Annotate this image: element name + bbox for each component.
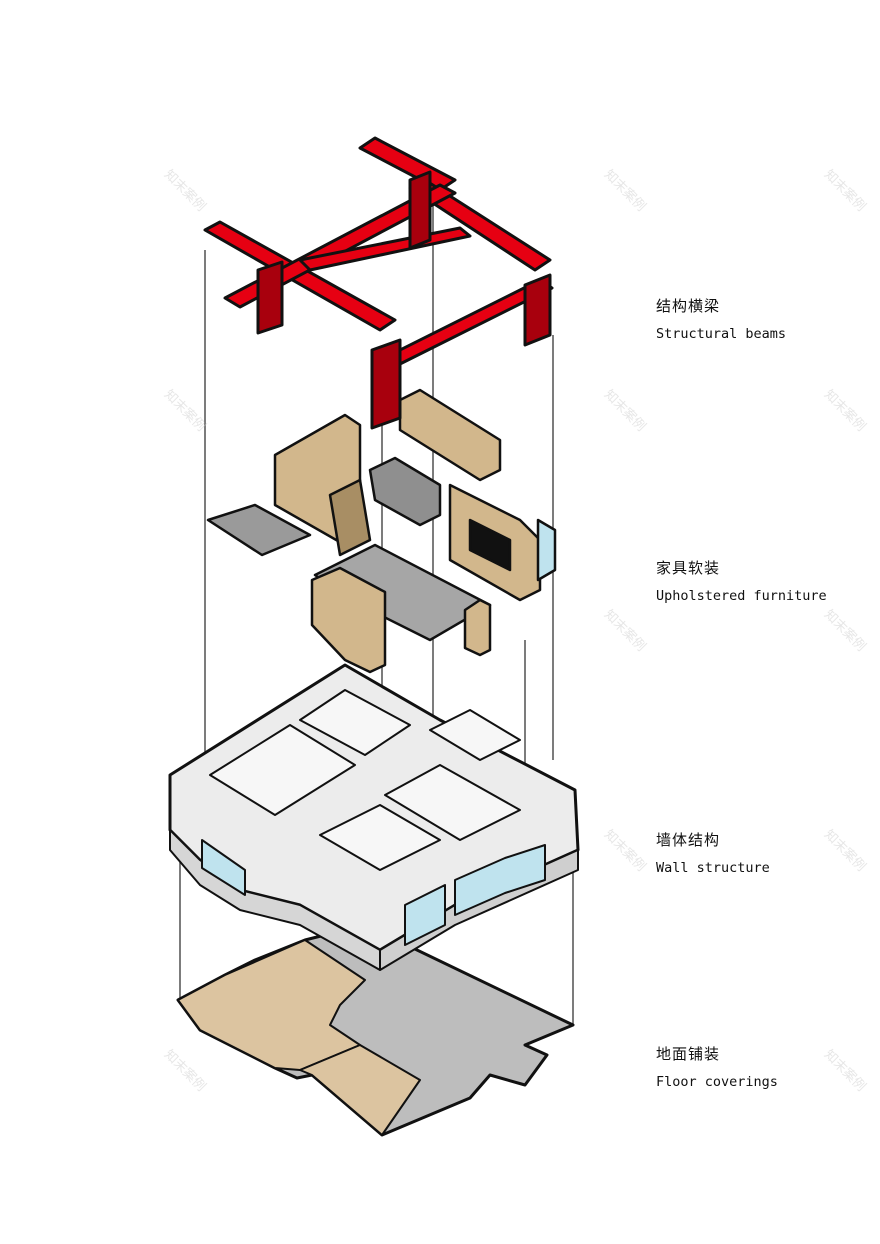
- floor-coverings-layer: [176, 923, 575, 1137]
- layer-label-zh: 家具软装: [656, 559, 721, 577]
- wall-structure-layer: [168, 663, 580, 971]
- glass-panel: [536, 518, 557, 582]
- column-left: [256, 260, 284, 335]
- layer-label-floor: 地面铺装 Floor coverings: [656, 1043, 778, 1090]
- layer-label-zh: 地面铺装: [656, 1045, 721, 1063]
- window-right: [454, 844, 546, 916]
- shelf-right: [463, 598, 492, 657]
- column-right: [523, 273, 552, 347]
- floor-wood-front: [299, 1044, 421, 1136]
- layer-label-zh: 墙体结构: [656, 831, 721, 849]
- bed-left: [206, 503, 312, 557]
- beam-back: [358, 136, 457, 192]
- column-front: [370, 338, 402, 430]
- kitchen-counter: [398, 388, 502, 482]
- layer-label-en: Upholstered furniture: [656, 588, 827, 604]
- window-left: [201, 839, 246, 896]
- layer-label-zh: 结构横梁: [656, 297, 721, 315]
- furniture-layer: [206, 388, 557, 674]
- floor-wood-left: [177, 939, 366, 1071]
- cabinet-front: [310, 566, 387, 674]
- window-mid: [404, 884, 446, 946]
- room-partitions: [209, 689, 521, 871]
- layer-label-en: Floor coverings: [656, 1074, 778, 1090]
- layer-label-en: Structural beams: [656, 326, 787, 342]
- layer-label-furniture: 家具软装 Upholstered furniture: [656, 557, 827, 604]
- sofa-block: [368, 456, 442, 527]
- layer-label-walls: 墙体结构 Wall structure: [656, 829, 770, 876]
- layer-label-en: Wall structure: [656, 860, 770, 876]
- structural-beams-layer: [203, 136, 554, 430]
- layer-label-beams: 结构横梁 Structural beams: [656, 295, 786, 342]
- column-back: [408, 170, 432, 250]
